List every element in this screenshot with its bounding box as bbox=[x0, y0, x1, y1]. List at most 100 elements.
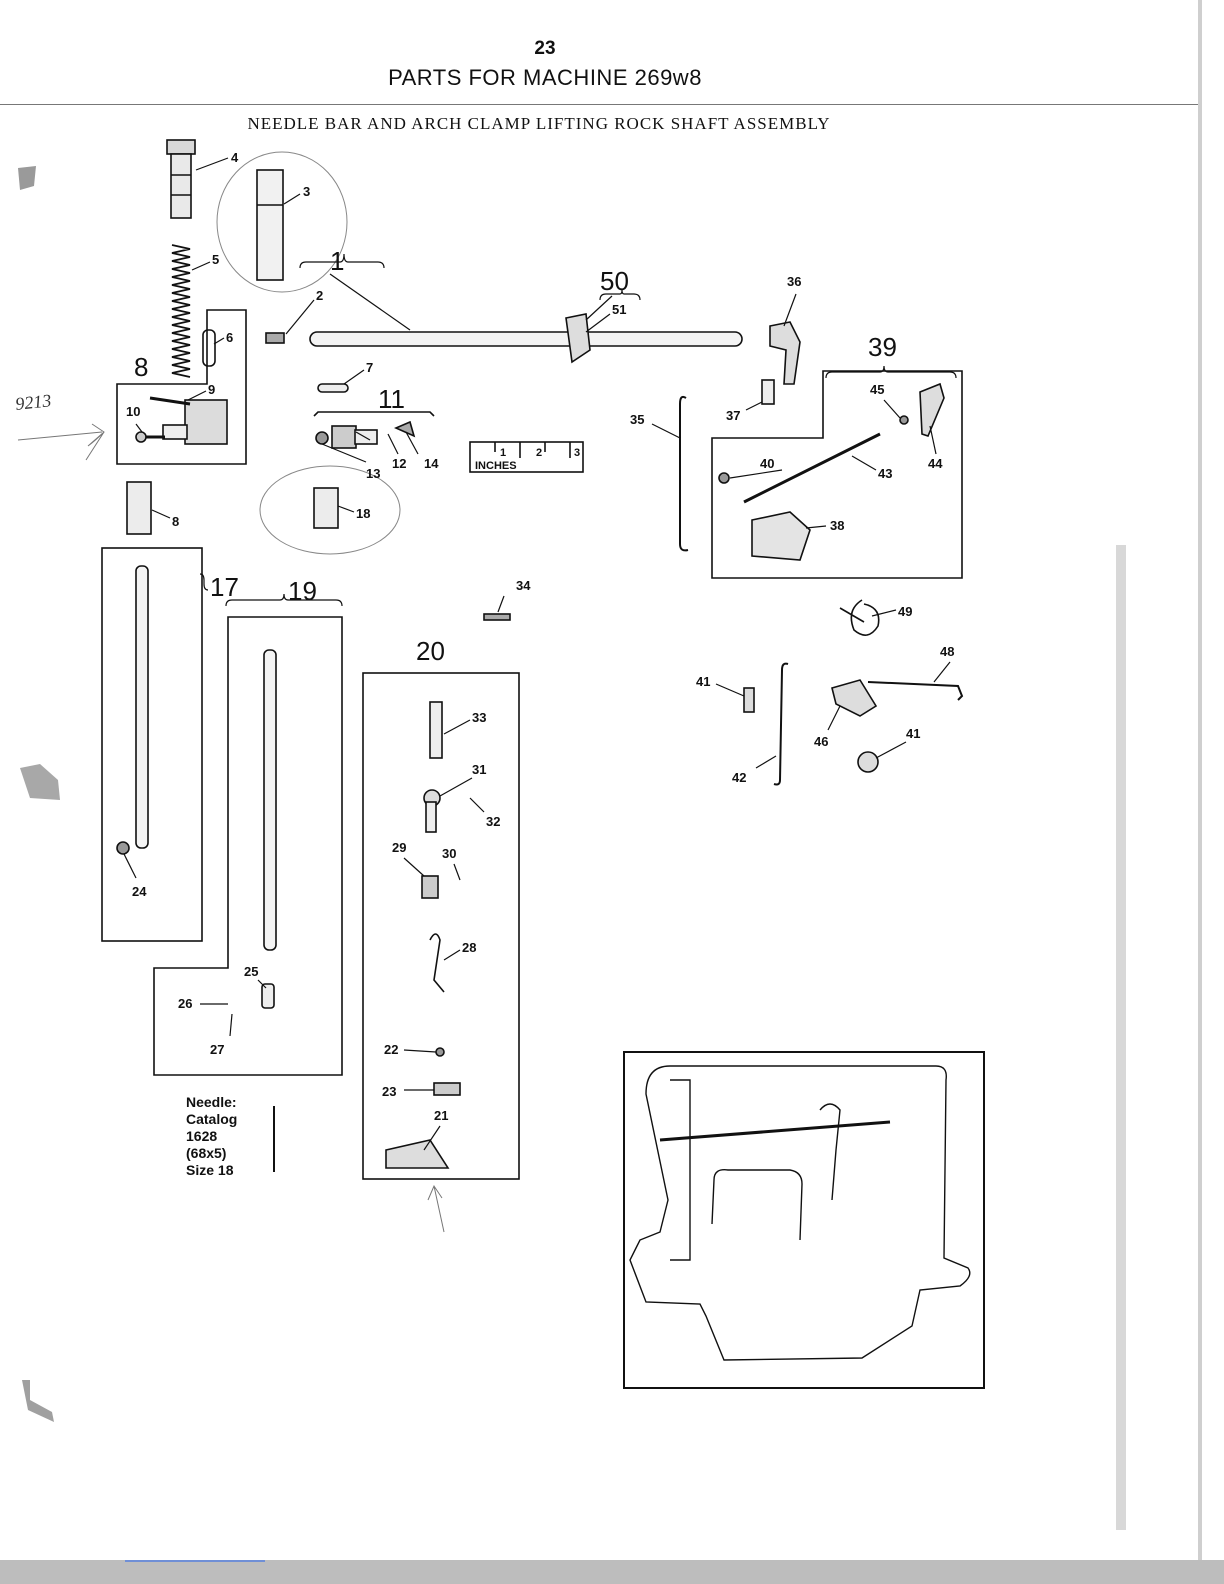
ruler-labels: INCHES 1 2 3 bbox=[475, 447, 580, 472]
hand-arrow bbox=[428, 1186, 444, 1232]
ruler-unit: INCHES bbox=[475, 460, 517, 472]
part-callout: 37 bbox=[726, 408, 740, 423]
part-callout: 6 bbox=[226, 330, 233, 345]
group-20-parts bbox=[386, 702, 460, 1168]
machine-outline bbox=[630, 1066, 970, 1360]
scan-smudge bbox=[18, 166, 36, 190]
group-label: 17 bbox=[210, 572, 239, 602]
part-6-slot bbox=[203, 330, 215, 366]
scan-bottom-accent bbox=[125, 1560, 265, 1562]
part-callout: 45 bbox=[870, 382, 884, 397]
part-callout: 38 bbox=[830, 518, 844, 533]
part-49-spring bbox=[840, 600, 879, 635]
group-label: 8 bbox=[134, 352, 148, 382]
part-callout: 4 bbox=[231, 150, 239, 165]
part-callout: 30 bbox=[442, 846, 456, 861]
part-callout: 41 bbox=[696, 674, 710, 689]
part-36-crank bbox=[770, 322, 800, 384]
ruler-tick: 2 bbox=[536, 447, 542, 459]
group-39-parts bbox=[719, 384, 944, 560]
needle-note-line: 1628 bbox=[186, 1128, 237, 1145]
needle-note-line: Needle: bbox=[186, 1094, 237, 1111]
part-callout: 33 bbox=[472, 710, 486, 725]
part-callout: 40 bbox=[760, 456, 774, 471]
group-label: 1 bbox=[330, 246, 344, 276]
part-callout: 10 bbox=[126, 404, 140, 419]
part-17-needle-bar bbox=[136, 566, 148, 848]
part-callout: 28 bbox=[462, 940, 476, 955]
group-label: 39 bbox=[868, 332, 897, 362]
part-callout: 31 bbox=[472, 762, 486, 777]
part-callout: 48 bbox=[940, 644, 954, 659]
machine-inset-box bbox=[624, 1052, 984, 1388]
part-callout: 29 bbox=[392, 840, 406, 855]
handwritten-note: 9213 bbox=[14, 390, 52, 414]
part-callout: 36 bbox=[787, 274, 801, 289]
part-callout: 44 bbox=[928, 456, 943, 471]
part-callout: 14 bbox=[424, 456, 439, 471]
group-labels: 1 8 11 17 19 20 39 50 bbox=[134, 246, 897, 666]
part-callout: 43 bbox=[878, 466, 892, 481]
part-callout: 41 bbox=[906, 726, 920, 741]
part-25-clamp bbox=[262, 984, 274, 1008]
needle-note-line: Size 18 bbox=[186, 1162, 237, 1179]
part-8-clamp-assembly bbox=[136, 398, 227, 444]
part-callout: 2 bbox=[316, 288, 323, 303]
part-42-rod bbox=[774, 664, 788, 785]
group-1-rock-shaft bbox=[266, 314, 742, 362]
part-48-rod bbox=[868, 682, 962, 700]
part-callout: 51 bbox=[612, 302, 626, 317]
group-label: 11 bbox=[378, 384, 405, 414]
part-4-needle-bar-top bbox=[167, 140, 195, 218]
part-callout: 8 bbox=[172, 514, 179, 529]
part-7-pin bbox=[318, 384, 348, 392]
needle-spec-note: Needle: Catalog 1628 (68x5) Size 18 bbox=[186, 1094, 237, 1179]
needle-note-line: (68x5) bbox=[186, 1145, 237, 1162]
part-callout: 42 bbox=[732, 770, 746, 785]
part-callout: 34 bbox=[516, 578, 531, 593]
scan-smudge bbox=[22, 1380, 54, 1422]
part-callout: 24 bbox=[132, 884, 147, 899]
part-callout: 27 bbox=[210, 1042, 224, 1057]
part-callouts: 2 3 4 5 6 7 8 9 10 12 13 14 18 21 22 23 … bbox=[126, 150, 954, 1123]
part-callout: 22 bbox=[384, 1042, 398, 1057]
callout-leaders bbox=[18, 158, 956, 1150]
part-callout: 49 bbox=[898, 604, 912, 619]
part-callout: 5 bbox=[212, 252, 219, 267]
group-17-box bbox=[102, 548, 202, 941]
part-41-screw bbox=[744, 688, 754, 712]
group-11-collar bbox=[314, 412, 434, 448]
part-callout: 18 bbox=[356, 506, 370, 521]
group-label: 20 bbox=[416, 636, 445, 666]
part-5-spring bbox=[172, 245, 190, 377]
part-callout: 9 bbox=[208, 382, 215, 397]
part-callout: 32 bbox=[486, 814, 500, 829]
part-callout: 13 bbox=[366, 466, 380, 481]
part-3-bushing bbox=[217, 152, 347, 292]
part-8-bushing bbox=[127, 482, 151, 534]
part-callout: 35 bbox=[630, 412, 644, 427]
group-label: 19 bbox=[288, 576, 317, 606]
part-46-bracket bbox=[832, 680, 876, 716]
part-35-rod bbox=[680, 397, 688, 551]
part-19-needle-bar bbox=[264, 650, 276, 950]
part-callout: 46 bbox=[814, 734, 828, 749]
group-label: 50 bbox=[600, 266, 629, 296]
part-34-pin bbox=[484, 614, 510, 620]
ruler-tick: 3 bbox=[574, 447, 580, 459]
part-callout: 23 bbox=[382, 1084, 396, 1099]
scan-bottom-bar bbox=[0, 1560, 1224, 1584]
part-callout: 21 bbox=[434, 1108, 448, 1123]
part-callout: 12 bbox=[392, 456, 406, 471]
needle-note-line: Catalog bbox=[186, 1111, 237, 1128]
part-callout: 7 bbox=[366, 360, 373, 375]
part-callout: 25 bbox=[244, 964, 258, 979]
scan-smudge bbox=[20, 764, 60, 800]
part-callout: 3 bbox=[303, 184, 310, 199]
part-callout: 26 bbox=[178, 996, 192, 1011]
ruler-tick: 1 bbox=[500, 447, 506, 459]
part-37-screw bbox=[762, 380, 774, 404]
part-24-screw bbox=[117, 842, 129, 854]
